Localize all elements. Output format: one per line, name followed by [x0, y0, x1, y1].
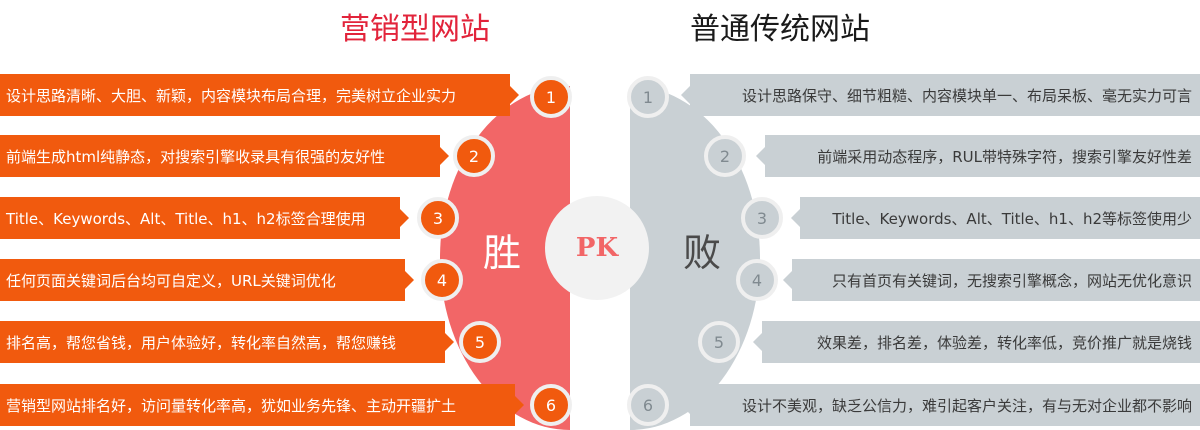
traditional-item-number: 5	[698, 321, 740, 363]
traditional-item-number: 4	[736, 259, 778, 301]
marketing-item-number: 2	[453, 135, 495, 177]
pk-label: PK	[575, 233, 619, 263]
marketing-item-number: 1	[530, 76, 572, 118]
win-label: 胜	[483, 231, 522, 275]
pk-badge: PK	[545, 196, 649, 300]
marketing-item-text: 设计思路清晰、大胆、新颖，内容模块布局合理，完美树立企业实力	[6, 86, 457, 105]
traditional-item: 只有首页有关键词，无搜索引擎概念，网站无优化意识	[783, 259, 1200, 301]
traditional-item-text: 设计不美观，缺乏公信力，难引起客户关注，有与无对企业都不影响	[741, 396, 1192, 415]
marketing-item-text: 排名高，帮您省钱，用户体验好，转化率自然高，帮您赚钱	[6, 333, 397, 352]
marketing-item: 营销型网站排名好，访问量转化率高，犹如业务先锋、主动开疆扩土	[0, 384, 524, 426]
lose-label: 败	[683, 231, 722, 275]
marketing-site-title: 营销型网站	[340, 12, 490, 47]
marketing-item-number: 5	[459, 321, 501, 363]
traditional-item-text: 设计思路保守、细节粗糙、内容模块单一、布局呆板、毫无实力可言	[741, 86, 1192, 105]
marketing-item-number: 4	[421, 259, 463, 301]
traditional-site-title: 普通传统网站	[690, 12, 870, 47]
marketing-item: 排名高，帮您省钱，用户体验好，转化率自然高，帮您赚钱	[0, 321, 454, 363]
marketing-item-number: 3	[417, 197, 459, 239]
marketing-item-text: 任何页面关键词后台均可自定义，URL关键词优化	[6, 271, 336, 290]
marketing-item: 前端生成html纯静态，对搜索引擎收录具有很强的友好性	[0, 135, 449, 177]
traditional-item: Title、Keywords、Alt、Title、h1、h2等标签使用少	[791, 197, 1200, 239]
traditional-item-number: 6	[627, 384, 669, 426]
marketing-item-number: 6	[530, 384, 572, 426]
traditional-item-text: 只有首页有关键词，无搜索引擎概念，网站无优化意识	[831, 271, 1192, 290]
traditional-item-text: 效果差，排名差，体验差，转化率低，竞价推广就是烧钱	[816, 333, 1192, 352]
traditional-item-number: 1	[627, 76, 669, 118]
marketing-item-text: 营销型网站排名好，访问量转化率高，犹如业务先锋、主动开疆扩土	[6, 396, 457, 415]
traditional-item-number: 3	[741, 197, 783, 239]
traditional-item: 设计不美观，缺乏公信力，难引起客户关注，有与无对企业都不影响	[681, 384, 1200, 426]
traditional-item-text: Title、Keywords、Alt、Title、h1、h2等标签使用少	[832, 209, 1192, 228]
traditional-item: 设计思路保守、细节粗糙、内容模块单一、布局呆板、毫无实力可言	[681, 74, 1200, 116]
traditional-item: 效果差，排名差，体验差，转化率低，竞价推广就是烧钱	[753, 321, 1200, 363]
marketing-item-text: 前端生成html纯静态，对搜索引擎收录具有很强的友好性	[6, 147, 386, 166]
marketing-item: 任何页面关键词后台均可自定义，URL关键词优化	[0, 259, 414, 301]
traditional-item-text: 前端采用动态程序，RUL带特殊字符，搜索引擎友好性差	[817, 147, 1192, 166]
marketing-item: 设计思路清晰、大胆、新颖，内容模块布局合理，完美树立企业实力	[0, 74, 519, 116]
marketing-item: Title、Keywords、Alt、Title、h1、h2标签合理使用	[0, 197, 409, 239]
marketing-item-text: Title、Keywords、Alt、Title、h1、h2标签合理使用	[6, 209, 366, 228]
traditional-item-number: 2	[704, 135, 746, 177]
traditional-item: 前端采用动态程序，RUL带特殊字符，搜索引擎友好性差	[756, 135, 1200, 177]
